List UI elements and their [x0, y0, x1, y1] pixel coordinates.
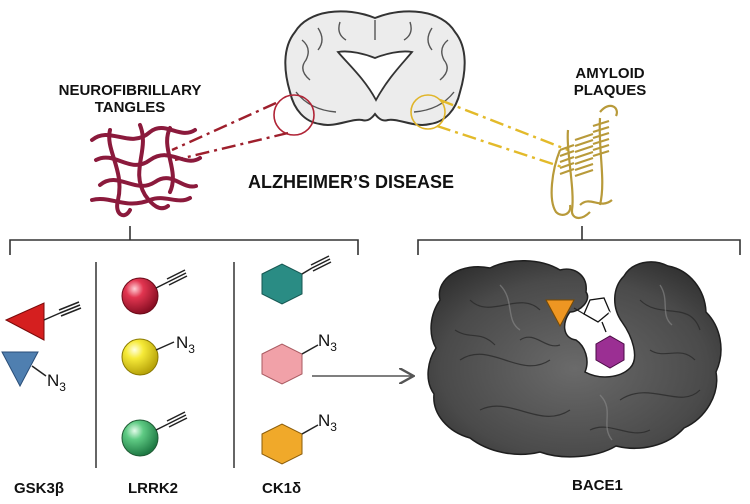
green-sphere-alkyne-fragment [121, 411, 188, 457]
plaques-zoom-lines [436, 98, 569, 170]
bace1-label: BACE1 [572, 477, 623, 494]
orange-hexagon-azide-fragment [261, 423, 319, 465]
neurofibrillary-tangles-illustration [90, 123, 202, 218]
plaques-zoom-circle [410, 94, 446, 130]
red-triangle-alkyne-fragment [4, 301, 82, 341]
brain-ventricles [336, 50, 414, 102]
teal-hexagon-alkyne-fragment [261, 255, 332, 305]
amyloid-plaques-illustration [550, 104, 618, 219]
azide-label-1: N3 [47, 371, 66, 394]
left-bracket [9, 226, 359, 255]
pink-hexagon-azide-fragment [261, 343, 319, 385]
tangles-zoom-circle [273, 94, 315, 136]
triazole-n3: N [608, 310, 615, 320]
lrrk2-label: LRRK2 [128, 480, 179, 497]
azide-label-4: N3 [318, 411, 337, 434]
plaques-label-line1: AMYLOID [575, 65, 645, 82]
brain-folds [301, 20, 449, 81]
azide-label-3: N3 [318, 331, 337, 354]
gsk3b-label: GSK3β [14, 480, 65, 497]
blue-triangle-azide-fragment [1, 351, 47, 388]
plaques-label: AMYLOID PLAQUES [545, 65, 675, 100]
plaques-label-line2: PLAQUES [573, 82, 647, 100]
yellow-sphere-azide-fragment [121, 338, 175, 376]
tangles-label: NEUROFIBRILLARY TANGLES [40, 82, 220, 117]
triazole-n2: N [603, 288, 610, 298]
ck1d-label: CK1δ [262, 480, 302, 497]
bace1-bound-ligand: N N N [545, 288, 625, 369]
disease-title: ALZHEIMER’S DISEASE [248, 172, 455, 192]
right-bracket [417, 226, 741, 255]
tangles-zoom-lines [171, 101, 289, 162]
tangles-label-line2: TANGLES [94, 99, 166, 117]
azide-label-2: N3 [176, 333, 195, 356]
red-sphere-alkyne-fragment [121, 269, 188, 315]
triazole-n1: N [588, 290, 595, 300]
bace1-protein-surface [427, 260, 722, 458]
triazole-ring [583, 297, 611, 323]
tangles-label-line1: NEUROFIBRILLARY [58, 82, 202, 99]
